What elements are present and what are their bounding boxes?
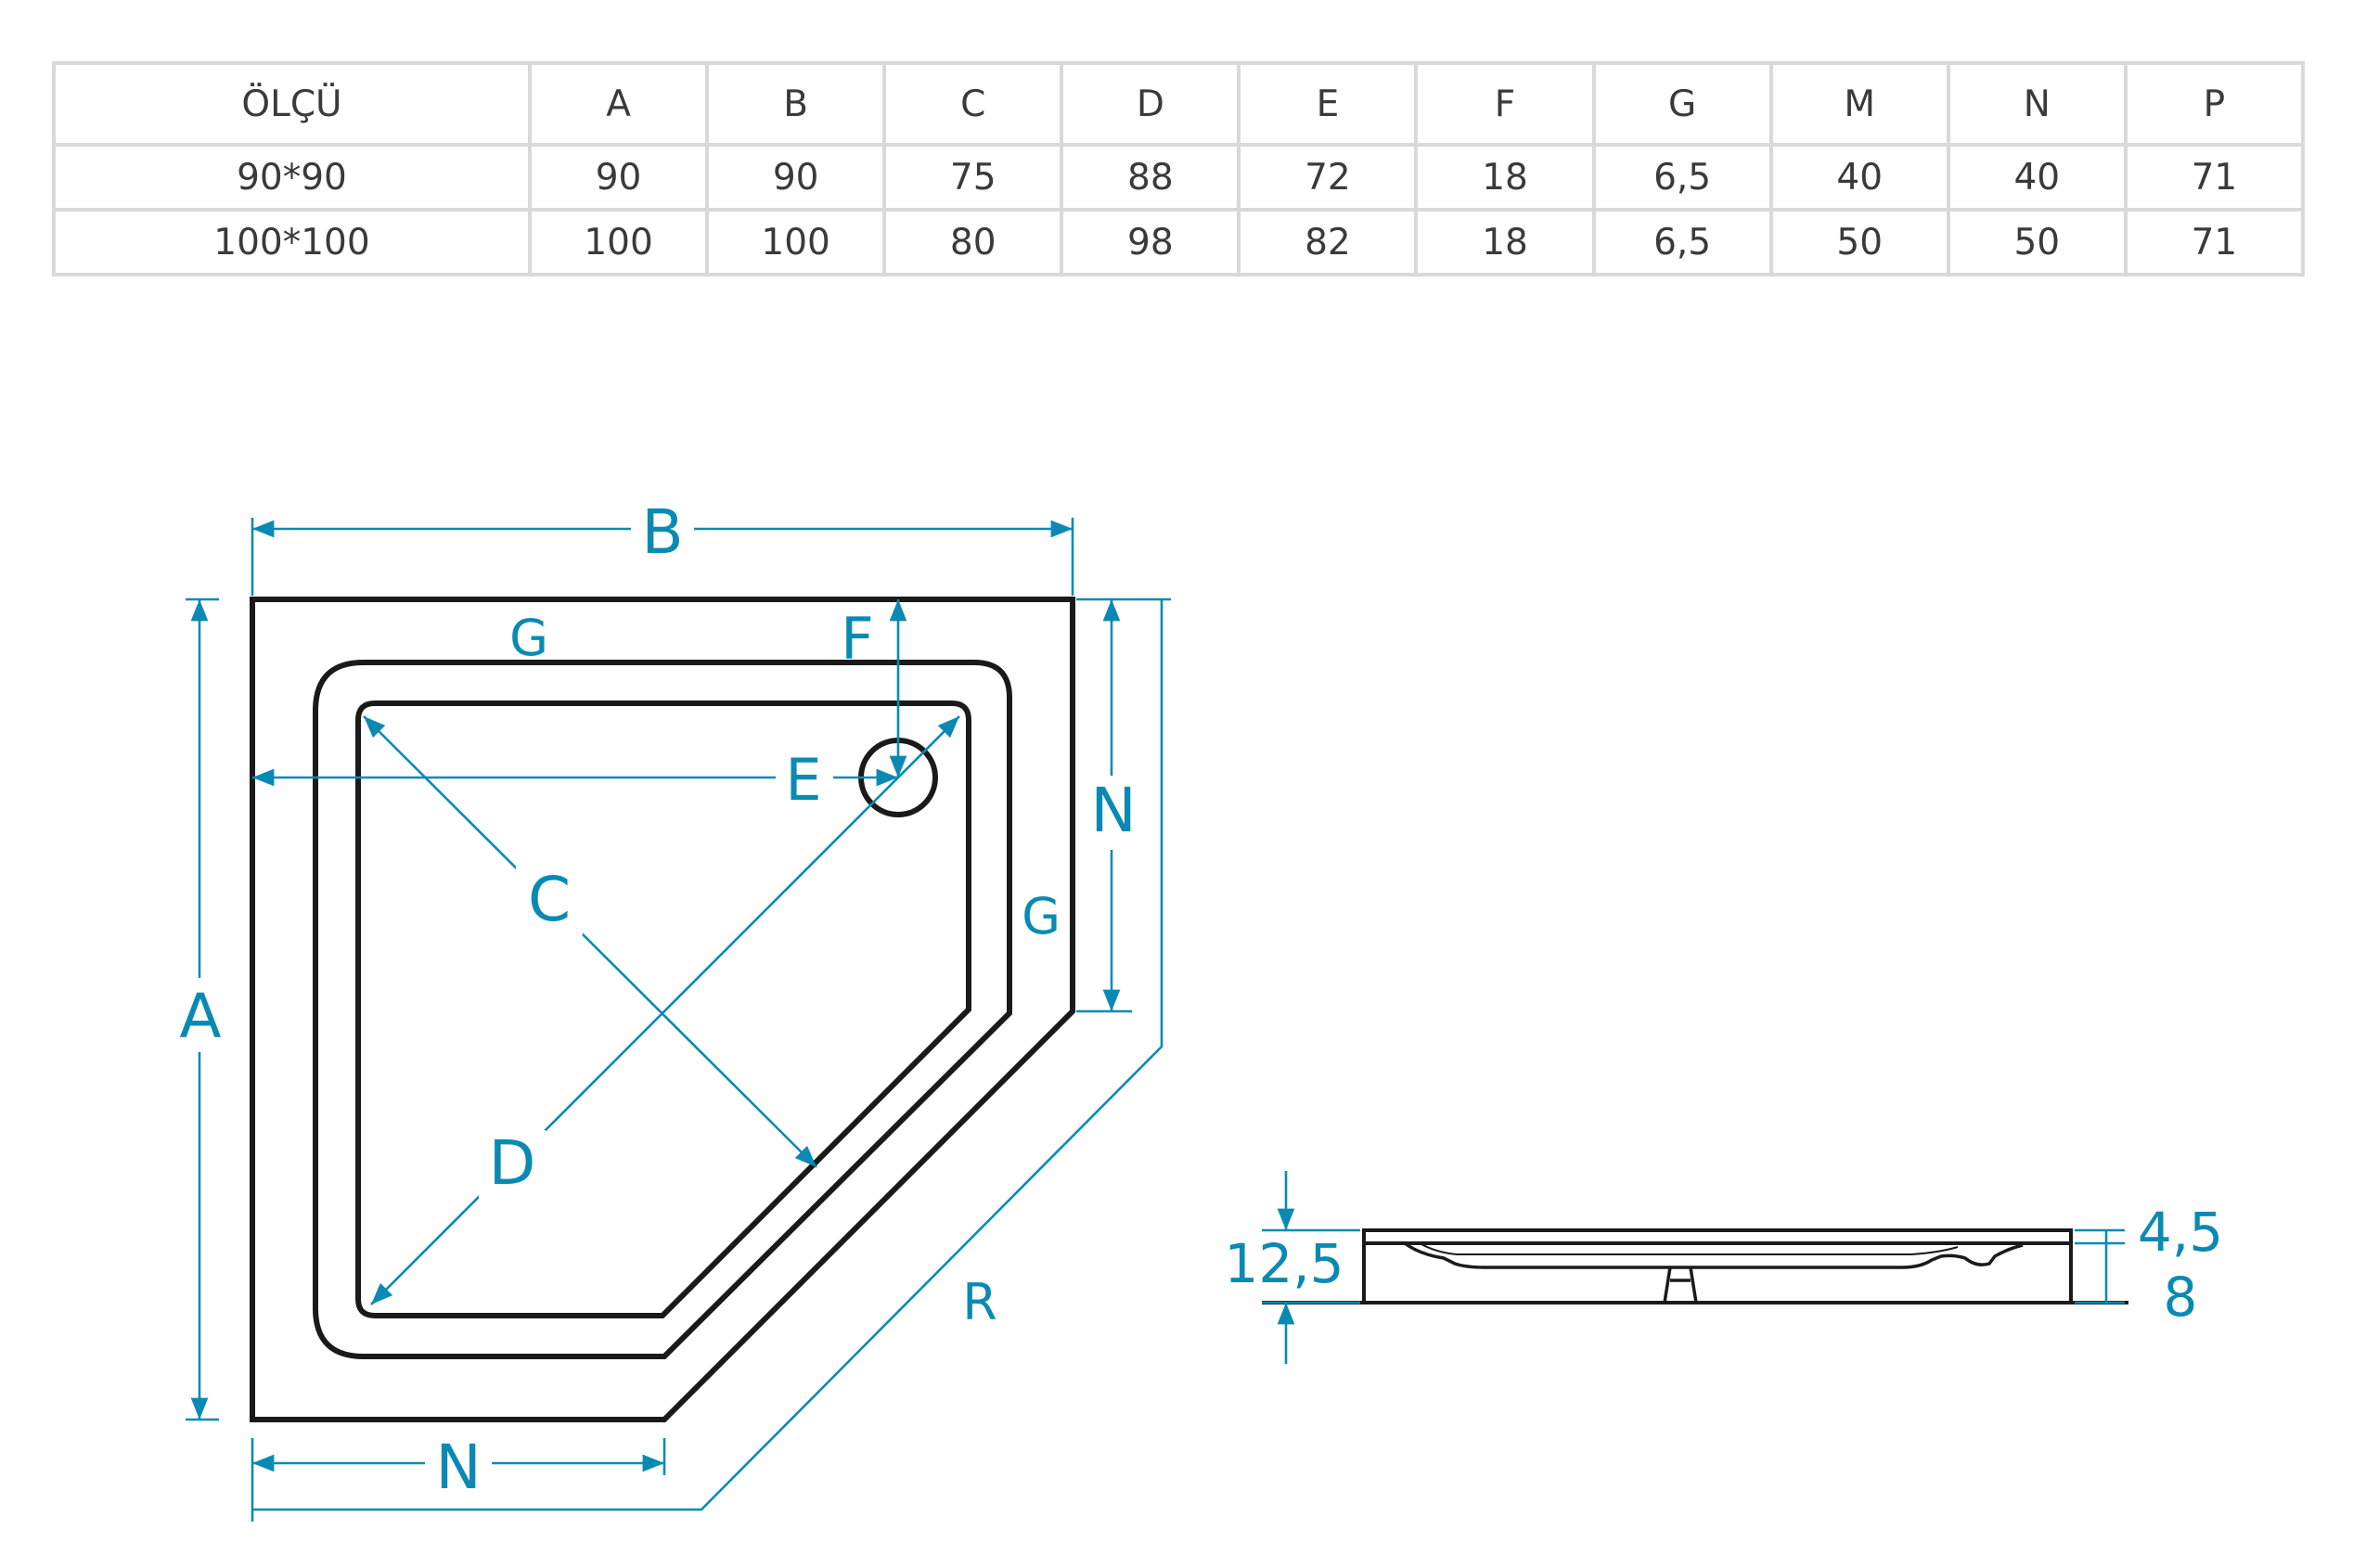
label-a: A — [179, 981, 221, 1052]
top-view: B A N N R E F C D G G — [173, 496, 1171, 1522]
table-header-cell: A — [527, 61, 710, 147]
table-cell: 6,5 — [1591, 208, 1773, 276]
table-cell: 75 — [882, 143, 1064, 212]
table-cell: 72 — [1237, 143, 1419, 212]
table-header-cell: ÖLÇÜ — [52, 61, 532, 147]
table-cell: 71 — [2123, 208, 2306, 276]
drain-leg — [1663, 1266, 1698, 1304]
table-cell: 90 — [705, 143, 887, 212]
table-header-cell: N — [1946, 61, 2128, 147]
table-cell: 71 — [2123, 143, 2306, 212]
table-cell: 18 — [1414, 143, 1596, 212]
table-header-cell: C — [882, 61, 1064, 147]
table-cell: 90*90 — [52, 143, 532, 212]
table-header-cell: F — [1414, 61, 1596, 147]
dimension-line-d — [370, 715, 960, 1305]
table-cell: 100 — [705, 208, 887, 276]
side-view: 12,5 4,5 8 — [1224, 1171, 2223, 1364]
dimension-line-c — [363, 715, 817, 1168]
table-cell: 40 — [1768, 143, 1950, 212]
label-d: D — [489, 1127, 536, 1199]
table-cell: 100 — [527, 208, 710, 276]
table-cell: 82 — [1237, 208, 1419, 276]
table-cell: 18 — [1414, 208, 1596, 276]
label-g-side: G — [1022, 887, 1061, 945]
tray-outer-outline — [250, 597, 1075, 1422]
label-n-bottom: N — [435, 1432, 481, 1503]
table-cell: 50 — [1768, 208, 1950, 276]
label-rim: 4,5 — [2138, 1201, 2223, 1264]
tray-side-profile — [1362, 1228, 2073, 1303]
table-cell: 80 — [882, 208, 1064, 276]
tray-rim-outline — [313, 660, 1012, 1359]
table-header-cell: B — [705, 61, 887, 147]
label-e: E — [785, 746, 821, 814]
basin-profile — [1403, 1241, 2024, 1269]
table-cell: 90 — [527, 143, 710, 212]
table-header-cell: D — [1060, 61, 1241, 147]
table-cell: 100*100 — [52, 208, 532, 276]
label-base: 8 — [2164, 1266, 2198, 1329]
table-cell: 88 — [1060, 143, 1241, 212]
table-cell: 6,5 — [1591, 143, 1773, 212]
label-c: C — [528, 864, 571, 935]
table-header-cell: G — [1591, 61, 1773, 147]
label-height-total: 12,5 — [1224, 1232, 1344, 1295]
label-f: F — [841, 605, 874, 673]
label-g-top: G — [509, 609, 548, 667]
table-cell: 40 — [1946, 143, 2128, 212]
table-cell: 50 — [1946, 208, 2128, 276]
table-header-cell: E — [1237, 61, 1419, 147]
label-r: R — [962, 1273, 997, 1331]
inner-rim-profile — [1419, 1242, 1959, 1255]
tray-basin-outline — [355, 700, 971, 1318]
label-b: B — [641, 496, 683, 568]
label-n-right: N — [1090, 775, 1136, 846]
table-cell: 98 — [1060, 208, 1241, 276]
table-header-cell: P — [2123, 61, 2306, 147]
table-header-cell: M — [1768, 61, 1950, 147]
